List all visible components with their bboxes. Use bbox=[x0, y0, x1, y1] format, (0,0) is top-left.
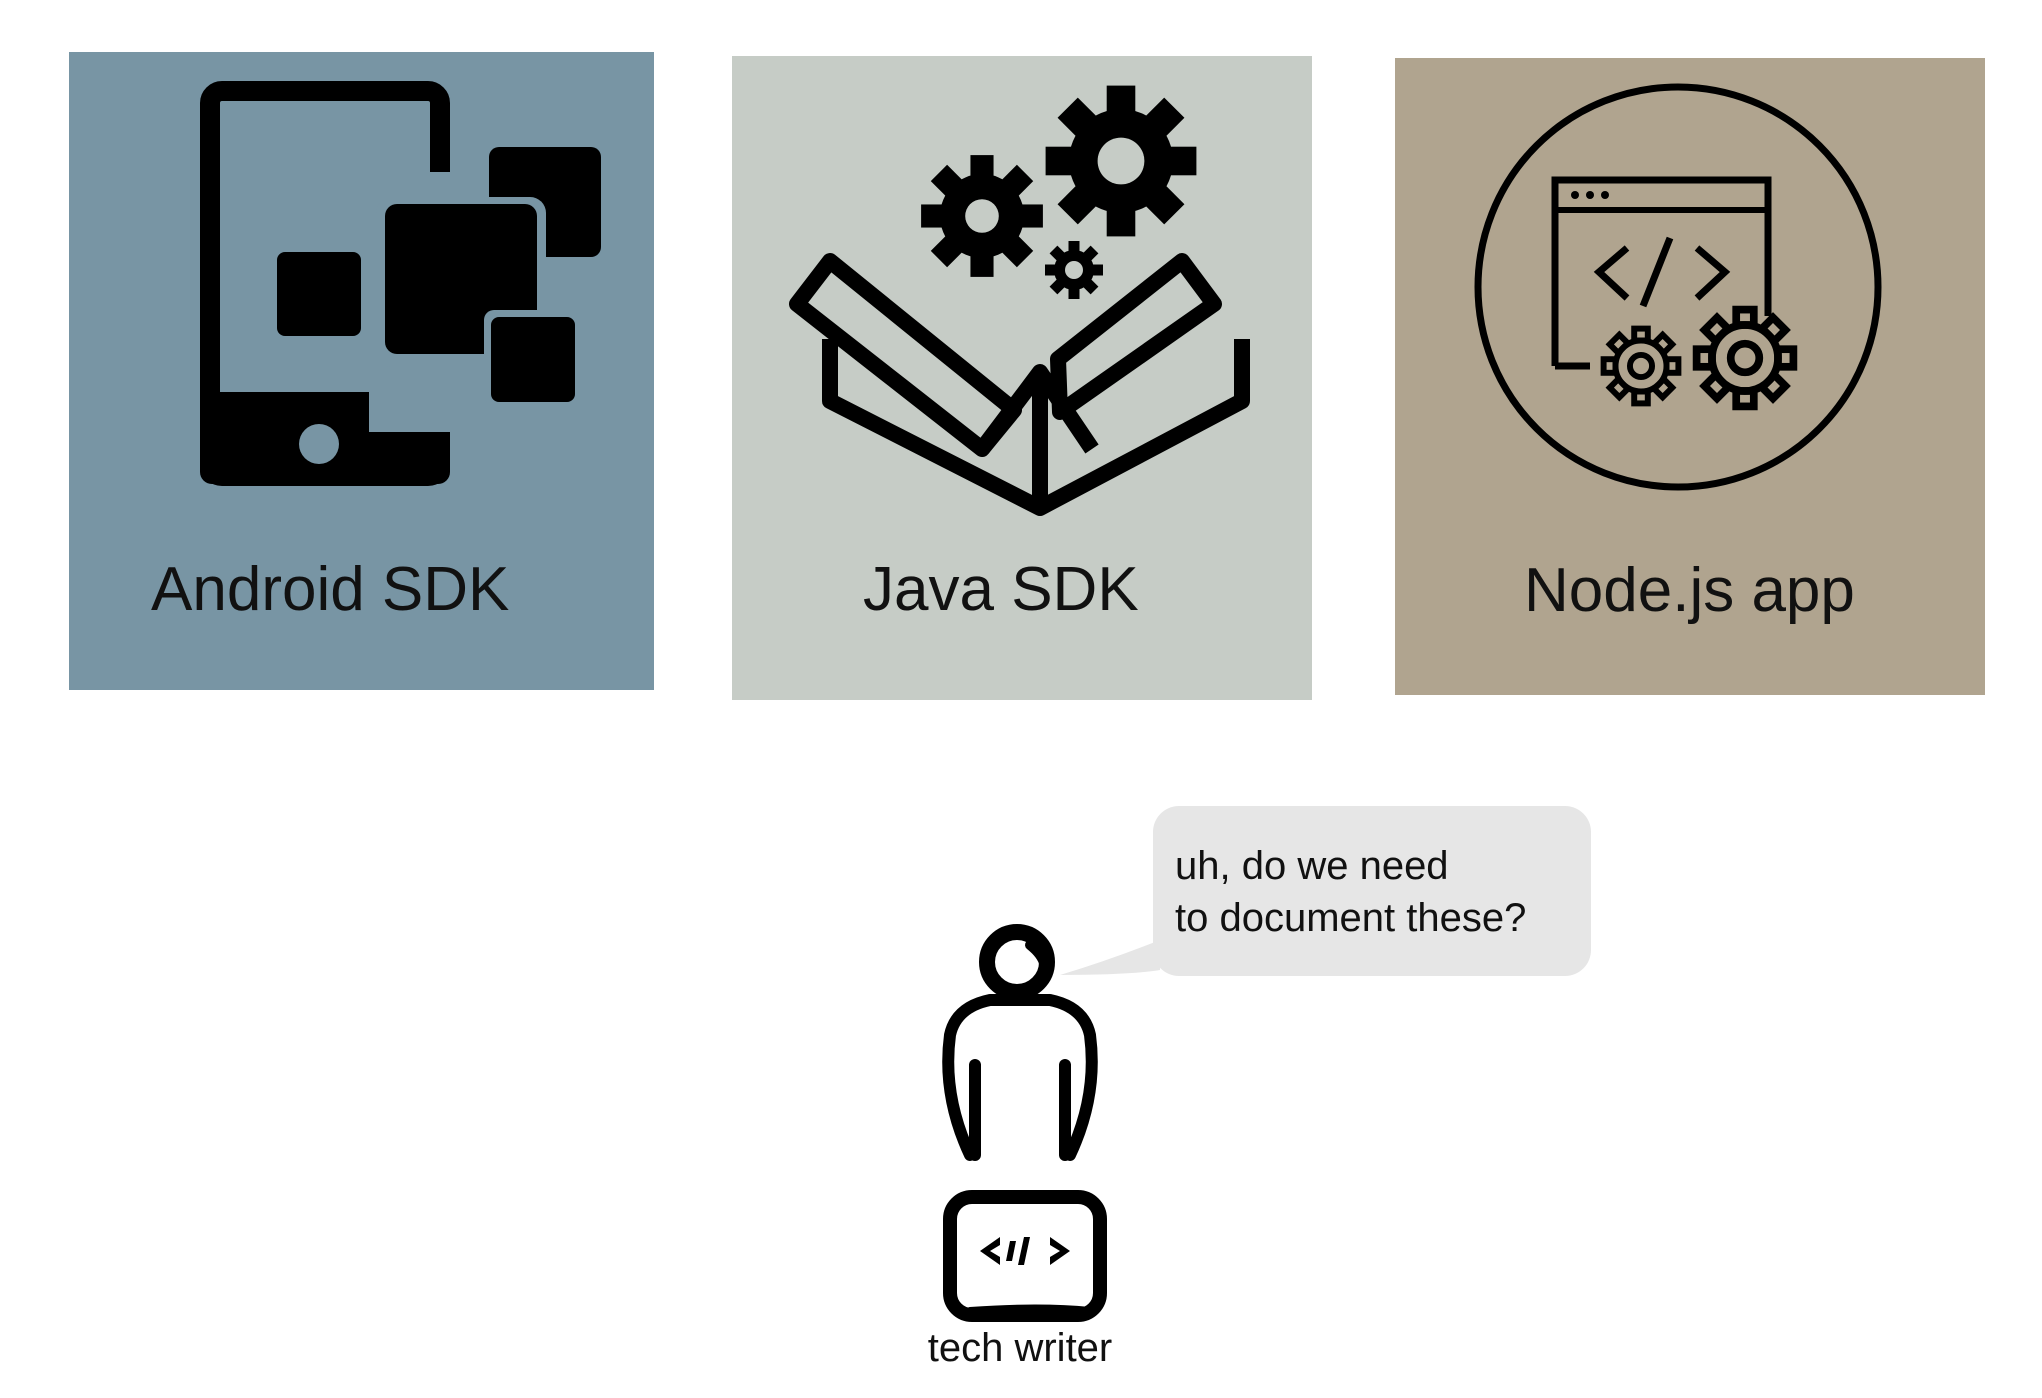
java-sdk-label: Java SDK bbox=[863, 555, 1139, 624]
speech-bubble-line-1: uh, do we need bbox=[1175, 844, 1449, 888]
code-window-gears-icon bbox=[1474, 83, 1882, 491]
person-laptop-icon bbox=[942, 924, 1107, 1322]
nodejs-app-card: Node.js app bbox=[1395, 58, 1985, 695]
speech-bubble-tail bbox=[1060, 940, 1160, 975]
mobile-sdk-icon bbox=[200, 81, 601, 486]
nodejs-app-label: Node.js app bbox=[1524, 556, 1855, 625]
speech-bubble-line-2: to document these? bbox=[1175, 896, 1527, 940]
gears-box-icon bbox=[789, 85, 1250, 516]
tech-writer-label: tech writer bbox=[927, 1326, 1113, 1370]
java-sdk-card: Java SDK bbox=[732, 56, 1312, 700]
android-sdk-label: Android SDK bbox=[151, 555, 510, 624]
android-sdk-card: Android SDK bbox=[69, 52, 654, 690]
speech-bubble: uh, do we need to document these? bbox=[1153, 806, 1591, 976]
